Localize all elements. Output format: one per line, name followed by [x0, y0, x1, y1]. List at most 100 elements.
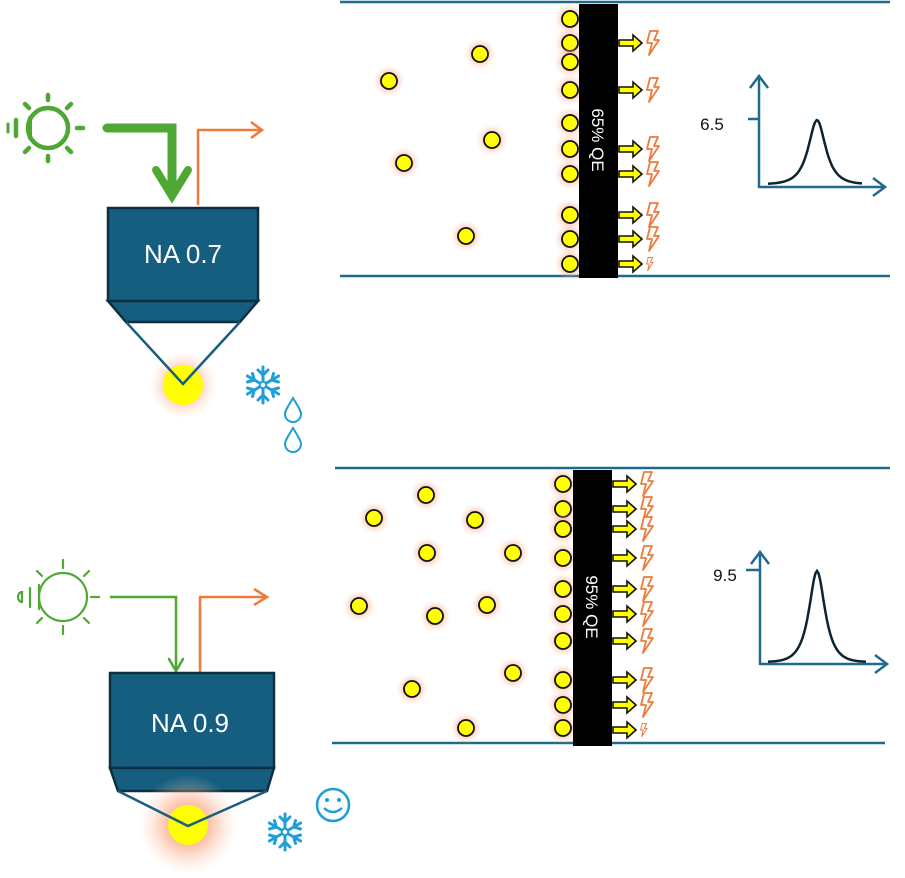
panel-bottom: NA 0.9 95% QE 9.5 [16, 466, 890, 875]
objective-lens: NA 0.7 [105, 206, 261, 419]
lightning-bolt-icon [646, 161, 660, 187]
particle-dot [554, 632, 572, 650]
particle-dot [554, 719, 572, 737]
fluorophore-particle [411, 537, 443, 569]
arrow-icon [612, 474, 638, 494]
water-drop-icon [284, 397, 302, 423]
particle-dot [554, 580, 572, 598]
fluorophore-particle [547, 468, 579, 500]
signal-arrow [612, 545, 654, 571]
particle-dot [561, 81, 579, 99]
camera-sensor [579, 4, 618, 278]
particle-dot [365, 509, 383, 527]
signal-arrow [612, 516, 654, 542]
signal-arrow [612, 601, 654, 627]
lightning-bolt-icon [640, 471, 654, 497]
signal-arrow [612, 471, 654, 497]
arrow-icon [618, 205, 644, 225]
signal-arrow [618, 226, 660, 252]
objective-lens: NA 0.9 [108, 671, 276, 875]
emission-arrow [196, 120, 265, 205]
particle-dot [504, 664, 522, 682]
arrow-icon [612, 695, 638, 715]
fluorophore-particle [554, 248, 586, 280]
signal-arrows [612, 471, 654, 740]
peak-curve [767, 568, 867, 663]
signal-peak-plot: 9.5 [713, 549, 890, 674]
lightning-bolt-icon [646, 256, 654, 272]
lightning-bolt-icon [640, 601, 654, 627]
lightning-bolt-icon [640, 628, 654, 654]
arrow-icon [612, 720, 638, 740]
free-particles [343, 479, 529, 744]
fluorophore-particle [459, 504, 491, 536]
camera-sensor [573, 470, 612, 746]
arrow-icon [612, 631, 638, 651]
fluorophore-particle [554, 46, 586, 78]
particle-dot [504, 544, 522, 562]
signal-arrow [618, 77, 660, 103]
signal-arrows [618, 30, 660, 274]
arrow-icon [612, 604, 638, 624]
particle-dot [350, 597, 368, 615]
free-particles [373, 38, 508, 252]
water-drop-icon [284, 427, 302, 453]
particle-dot [457, 719, 475, 737]
arrow-icon [618, 164, 644, 184]
emission-arrow [198, 587, 270, 673]
particle-dot [483, 131, 501, 149]
signal-arrow [612, 576, 654, 602]
fluorophore-particle [547, 712, 579, 744]
quantum-efficiency-label: 95% QE [582, 575, 601, 638]
signal-arrow [618, 161, 660, 187]
fluorophore-particle [554, 74, 586, 106]
lightning-bolt-icon [640, 722, 648, 738]
arrow-icon [612, 499, 638, 519]
particle-dot [561, 53, 579, 71]
snowflake-icon [267, 812, 303, 852]
light-bulb-icon [6, 92, 86, 164]
fluorophore-particle [547, 598, 579, 630]
arrow-icon [618, 33, 644, 53]
lightning-bolt-icon [646, 77, 660, 103]
fluorophore-particle [547, 689, 579, 721]
fluorophore-particle [554, 107, 586, 139]
fluorophore-particle [343, 590, 375, 622]
fluorophore-particle [450, 220, 482, 252]
smiley-icon [315, 787, 351, 823]
panel-top: NA 0.7 65% QE 6.5 [6, 0, 890, 453]
signal-arrow [612, 628, 654, 654]
arrow-icon [618, 254, 644, 274]
fluorophore-particle [497, 537, 529, 569]
signal-arrow [618, 136, 660, 162]
signal-arrow [618, 202, 660, 228]
objective-na-label: NA 0.7 [144, 239, 222, 269]
lightning-bolt-icon [646, 226, 660, 252]
particle-dot [426, 607, 444, 625]
particle-dot [554, 549, 572, 567]
fluorophore-particle [497, 657, 529, 689]
signal-arrow [618, 254, 654, 274]
particle-dot [554, 696, 572, 714]
fluorophore-particle [419, 600, 451, 632]
arrow-icon [618, 80, 644, 100]
lightning-bolt-icon [640, 667, 654, 693]
lightning-bolt-icon [640, 692, 654, 718]
fluorophore-particle [450, 712, 482, 744]
surface-particles [554, 3, 586, 280]
signal-arrow [612, 720, 648, 740]
fluorophore-particle [476, 124, 508, 156]
fluorophore-particle [547, 664, 579, 696]
particle-dot [561, 140, 579, 158]
lightning-bolt-icon [640, 516, 654, 542]
particle-dot [561, 114, 579, 132]
particle-dot [403, 680, 421, 698]
signal-peak-plot: 6.5 [700, 73, 888, 197]
quantum-efficiency-label: 65% QE [588, 108, 607, 171]
fluorophore-particle [547, 513, 579, 545]
fluorophore-particle [410, 479, 442, 511]
excitation-arrow [102, 123, 192, 204]
snowflake-icon [245, 365, 281, 405]
arrow-icon [618, 229, 644, 249]
